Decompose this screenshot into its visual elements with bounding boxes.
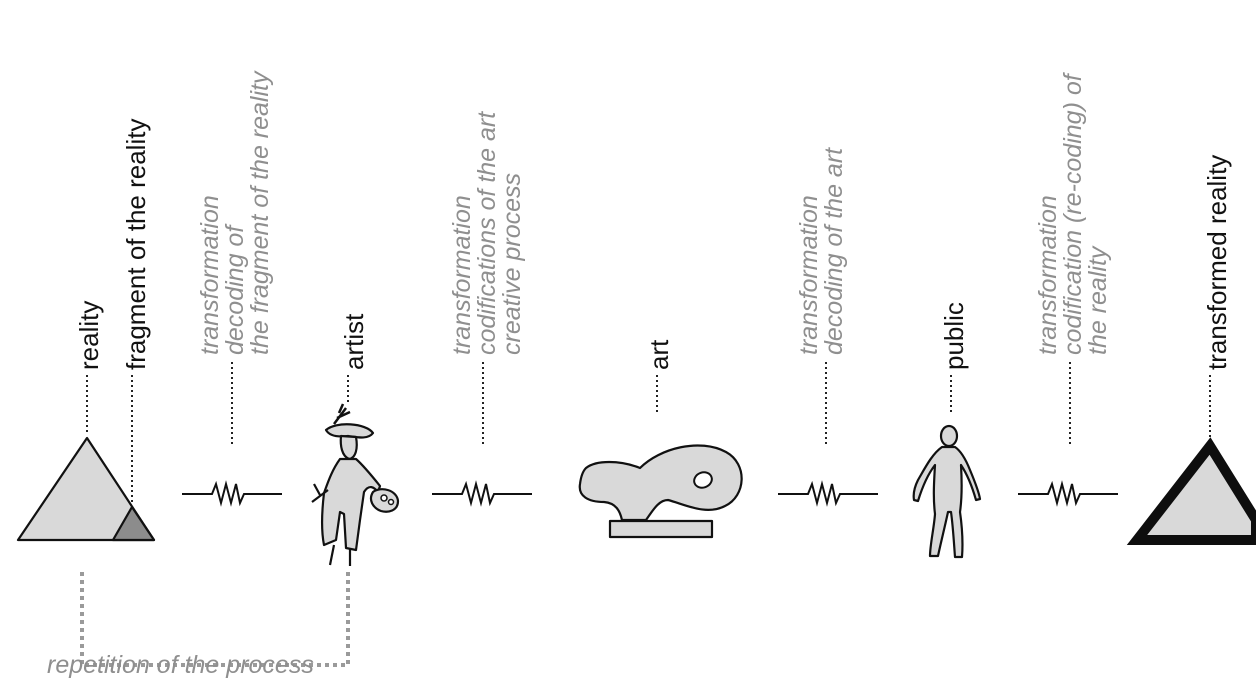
label-reality: reality (74, 301, 104, 370)
t4-line-3: the reality (1084, 245, 1112, 355)
transformation-link-4-icon (1018, 484, 1118, 503)
t1-line-1: transformation (196, 195, 224, 355)
transformation-link-3-icon (778, 484, 878, 503)
t1-line-2: decoding of (221, 223, 249, 355)
t2-line-3: creative process (498, 173, 526, 355)
t3-line-1: transformation (795, 195, 823, 355)
label-fragment-of-reality: fragment of the reality (121, 119, 151, 370)
label-public: public (939, 302, 969, 370)
label-transformation-4: transformation codification (re-coding) … (1034, 71, 1112, 355)
label-transformation-3: transformation decoding of the art (795, 147, 848, 355)
label-artist: artist (339, 313, 369, 370)
label-transformed-reality: transformed reality (1202, 155, 1232, 370)
t4-line-2: codification (re-coding) of (1059, 71, 1087, 355)
reality-pyramid-icon (18, 438, 154, 540)
t2-line-1: transformation (448, 195, 476, 355)
label-art: art (644, 339, 674, 370)
t3-line-2: decoding of the art (820, 147, 848, 355)
transformed-reality-pyramid-icon (1137, 446, 1256, 540)
t1-line-3: the fragment of the reality (246, 70, 274, 355)
transformation-link-2-icon (432, 484, 532, 503)
public-figure-icon (914, 426, 980, 557)
label-transformation-2: transformation codifications of the art … (448, 111, 526, 355)
art-sculpture-icon (580, 445, 742, 537)
artist-figure-icon (312, 404, 398, 566)
label-transformation-1: transformation decoding of the fragment … (196, 70, 274, 355)
caption-repetition-of-the-process: repetition of the process (47, 651, 314, 679)
transformation-link-1-icon (182, 484, 282, 503)
t4-line-1: transformation (1034, 195, 1062, 355)
t2-line-2: codifications of the art (473, 111, 501, 355)
